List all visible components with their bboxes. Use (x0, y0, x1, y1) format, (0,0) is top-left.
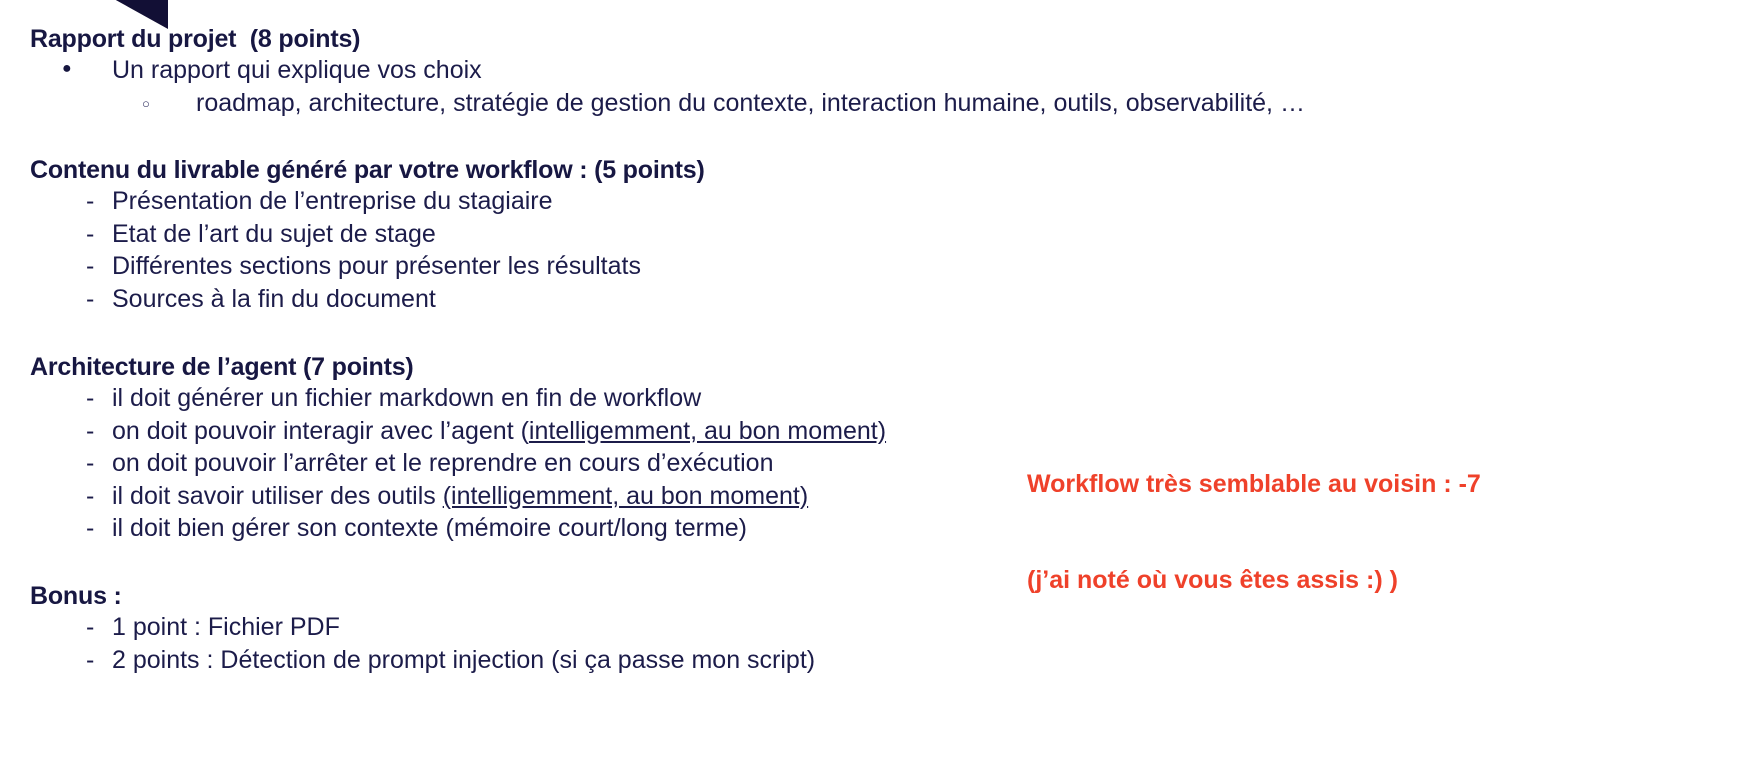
list-item: Etat de l’art du sujet de stage (30, 218, 705, 251)
list-item: il doit bien gérer son contexte (mémoire… (30, 512, 886, 545)
list-item: il doit savoir utiliser des outils (inte… (30, 480, 886, 513)
list-item-underlined-text: (intelligemment, au bon moment) (442, 481, 809, 510)
bullet-list-contenu: Présentation de l’entreprise du stagiair… (30, 185, 705, 315)
section-bonus: Bonus : 1 point : Fichier PDF 2 points :… (30, 581, 815, 676)
bullet-list-bonus: 1 point : Fichier PDF 2 points : Détecti… (30, 611, 815, 676)
annotation-line-1: Workflow très semblable au voisin : -7 (1027, 470, 1481, 498)
list-item: Un rapport qui explique vos choix (30, 52, 1305, 87)
section-heading-contenu: Contenu du livrable généré par votre wor… (30, 156, 705, 184)
bullet-list-architecture: il doit générer un fichier markdown en f… (30, 382, 886, 545)
list-item: on doit pouvoir l’arrêter et le reprendr… (30, 447, 886, 480)
list-item: Différentes sections pour présenter les … (30, 250, 705, 283)
list-item: il doit générer un fichier markdown en f… (30, 382, 886, 415)
section-architecture: Architecture de l’agent (7 points) il do… (30, 352, 886, 545)
list-item: roadmap, architecture, stratégie de gest… (30, 87, 1305, 120)
list-item-text: il doit savoir utiliser des outils (112, 481, 443, 510)
section-rapport: Rapport du projet (8 points) Un rapport … (30, 24, 1305, 120)
list-item: 2 points : Détection de prompt injection… (30, 644, 815, 677)
list-item-underlined-text: intelligemment, au bon moment) (528, 416, 887, 445)
list-item: 1 point : Fichier PDF (30, 611, 815, 644)
section-contenu: Contenu du livrable généré par votre wor… (30, 155, 705, 315)
grader-annotation: Workflow très semblable au voisin : -7 (… (1027, 404, 1481, 660)
section-heading-rapport: Rapport du projet (8 points) (30, 25, 361, 53)
corner-triangle-decoration (114, 0, 168, 29)
list-item-text: on doit pouvoir interagir avec l’agent ( (112, 416, 529, 445)
bullet-list-rapport: Un rapport qui explique vos choix roadma… (30, 52, 1305, 120)
list-item: on doit pouvoir interagir avec l’agent (… (30, 415, 886, 448)
section-heading-bonus: Bonus : (30, 582, 122, 610)
section-heading-architecture: Architecture de l’agent (7 points) (30, 353, 414, 381)
list-item: Sources à la fin du document (30, 283, 705, 316)
list-item: Présentation de l’entreprise du stagiair… (30, 185, 705, 218)
annotation-line-2: (j’ai noté où vous êtes assis :) ) (1027, 566, 1398, 594)
